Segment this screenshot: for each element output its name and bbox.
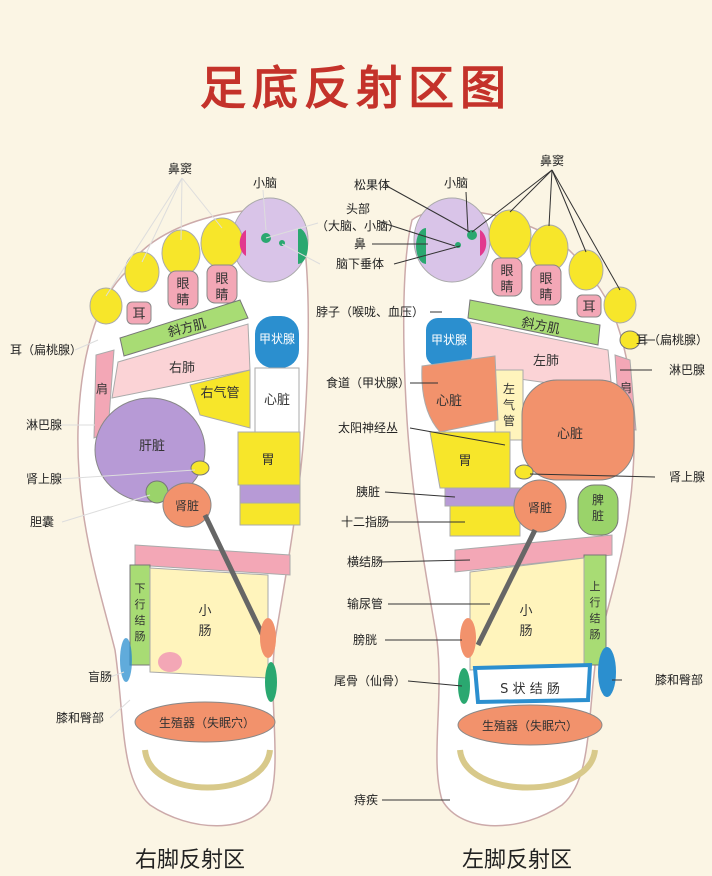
left-trapezius: 斜方肌 bbox=[520, 314, 561, 337]
left-label-cerebellum: 小脑 bbox=[444, 176, 468, 190]
left-lung: 左肺 bbox=[533, 354, 559, 369]
label-nose: 鼻 bbox=[354, 236, 366, 251]
svg-text:行: 行 bbox=[135, 598, 146, 611]
svg-text:肠: 肠 bbox=[135, 630, 146, 643]
right-toe-4 bbox=[124, 251, 160, 293]
svg-text:小: 小 bbox=[519, 604, 532, 619]
svg-text:气: 气 bbox=[503, 397, 515, 412]
label-bladder: 膀胱 bbox=[353, 632, 377, 647]
left-heart: 心脏 bbox=[557, 427, 583, 442]
right-liver: 肝脏 bbox=[139, 439, 165, 454]
label-head-sub: （大脑、小脑） bbox=[316, 219, 400, 233]
right-label-lymph: 淋巴腺 bbox=[26, 418, 62, 432]
left-ear: 耳 bbox=[582, 300, 595, 315]
svg-text:上: 上 bbox=[590, 580, 601, 593]
right-shoulder: 肩 bbox=[96, 381, 108, 396]
label-solar-plexus: 太阳神经丛 bbox=[338, 420, 398, 435]
left-foot: 眼 睛 眼 睛 耳 斜方肌 左肺 左 气 管 肩 甲状腺 心脏 心脏 胃 bbox=[402, 197, 641, 827]
label-esophagus: 食道（甲状腺） bbox=[326, 375, 410, 390]
right-toe-2 bbox=[200, 217, 244, 269]
label-duodenum: 十二指肠 bbox=[341, 514, 389, 529]
left-kidney: 肾脏 bbox=[528, 500, 552, 515]
left-label-knee-hip: 膝和臀部 bbox=[655, 672, 703, 687]
svg-text:睛: 睛 bbox=[215, 288, 228, 303]
svg-text:睛: 睛 bbox=[539, 288, 552, 303]
right-foot: 眼 睛 眼 睛 耳 斜方肌 右肺 右气管 肩 肝脏 肾脏 bbox=[77, 197, 310, 827]
svg-text:肠: 肠 bbox=[590, 628, 601, 641]
left-heart-small: 心脏 bbox=[436, 394, 462, 409]
svg-text:肠: 肠 bbox=[519, 624, 532, 639]
left-genitals: 生殖器（失眠穴） bbox=[482, 718, 578, 733]
left-outer-labels: 鼻窦 小脑 耳（扁桃腺） 淋巴腺 肾上腺 膝和臀部 bbox=[444, 153, 708, 687]
label-ureter: 输尿管 bbox=[347, 596, 383, 611]
right-label-adrenal: 肾上腺 bbox=[26, 472, 62, 486]
right-kidney: 肾脏 bbox=[175, 498, 199, 513]
svg-text:左: 左 bbox=[503, 381, 515, 396]
label-pancreas: 胰脏 bbox=[356, 484, 380, 499]
right-ear: 耳 bbox=[132, 307, 145, 322]
right-label-sinus: 鼻窦 bbox=[168, 161, 192, 176]
svg-text:脾: 脾 bbox=[592, 492, 604, 507]
right-lung: 右肺 bbox=[169, 361, 195, 376]
svg-text:结: 结 bbox=[590, 612, 601, 625]
right-stomach: 胃 bbox=[261, 453, 274, 468]
label-coccyx: 尾骨（仙骨） bbox=[334, 674, 406, 688]
label-pituitary: 脑下垂体 bbox=[336, 257, 384, 271]
left-thyroid: 甲状腺 bbox=[431, 333, 467, 347]
svg-text:小: 小 bbox=[198, 604, 211, 619]
right-outer-labels: 鼻窦 小脑 耳（扁桃腺） 淋巴腺 肾上腺 胆囊 盲肠 膝和臀部 bbox=[10, 161, 277, 725]
right-label-cerebellum: 小脑 bbox=[253, 176, 277, 190]
label-transverse-colon: 横结肠 bbox=[347, 555, 383, 569]
right-foot-caption: 右脚反射区 bbox=[135, 848, 246, 873]
right-label-gallbladder: 胆囊 bbox=[30, 514, 54, 529]
svg-text:睛: 睛 bbox=[500, 280, 513, 295]
center-labels: 松果体 头部 （大脑、小脑） 鼻 脑下垂体 脖子（喉咙、血压） 食道（甲状腺） … bbox=[265, 178, 506, 807]
svg-text:肠: 肠 bbox=[198, 624, 211, 639]
label-pineal: 松果体 bbox=[354, 178, 390, 192]
svg-text:睛: 睛 bbox=[176, 293, 189, 308]
label-neck: 脖子（喉咙、血压） bbox=[316, 305, 424, 319]
right-label-cecum: 盲肠 bbox=[88, 669, 112, 684]
left-eye2: 眼 bbox=[539, 272, 552, 287]
right-label-ear-tonsil: 耳（扁桃腺） bbox=[10, 342, 82, 357]
left-eye1: 眼 bbox=[500, 264, 513, 279]
svg-text:管: 管 bbox=[503, 413, 515, 428]
left-label-sinus: 鼻窦 bbox=[540, 153, 564, 168]
left-label-ear-tonsil: 耳（扁桃腺） bbox=[636, 332, 708, 347]
left-s-colon: S 状 结 肠 bbox=[500, 682, 560, 697]
left-stomach: 胃 bbox=[458, 454, 471, 469]
left-label-adrenal: 肾上腺 bbox=[669, 470, 705, 484]
left-foot-caption: 左脚反射区 bbox=[462, 848, 573, 873]
right-eye1: 眼 bbox=[176, 277, 189, 292]
label-head: 头部 bbox=[346, 201, 370, 216]
right-toe-5 bbox=[89, 287, 123, 325]
right-genitals: 生殖器（失眠穴） bbox=[159, 715, 255, 730]
right-bronchus: 右气管 bbox=[200, 385, 239, 401]
right-thyroid: 甲状腺 bbox=[259, 332, 295, 346]
svg-text:下: 下 bbox=[135, 582, 146, 595]
chart-title: 足底反射区图 bbox=[200, 61, 512, 115]
svg-text:结: 结 bbox=[135, 614, 146, 627]
right-label-knee-hip: 膝和臀部 bbox=[56, 710, 104, 725]
left-label-lymph: 淋巴腺 bbox=[669, 363, 705, 377]
label-hemorrhoids: 痔疾 bbox=[354, 792, 378, 807]
right-eye2: 眼 bbox=[215, 272, 228, 287]
right-heart: 心脏 bbox=[264, 393, 290, 408]
svg-text:脏: 脏 bbox=[592, 508, 604, 523]
svg-text:行: 行 bbox=[590, 596, 601, 609]
